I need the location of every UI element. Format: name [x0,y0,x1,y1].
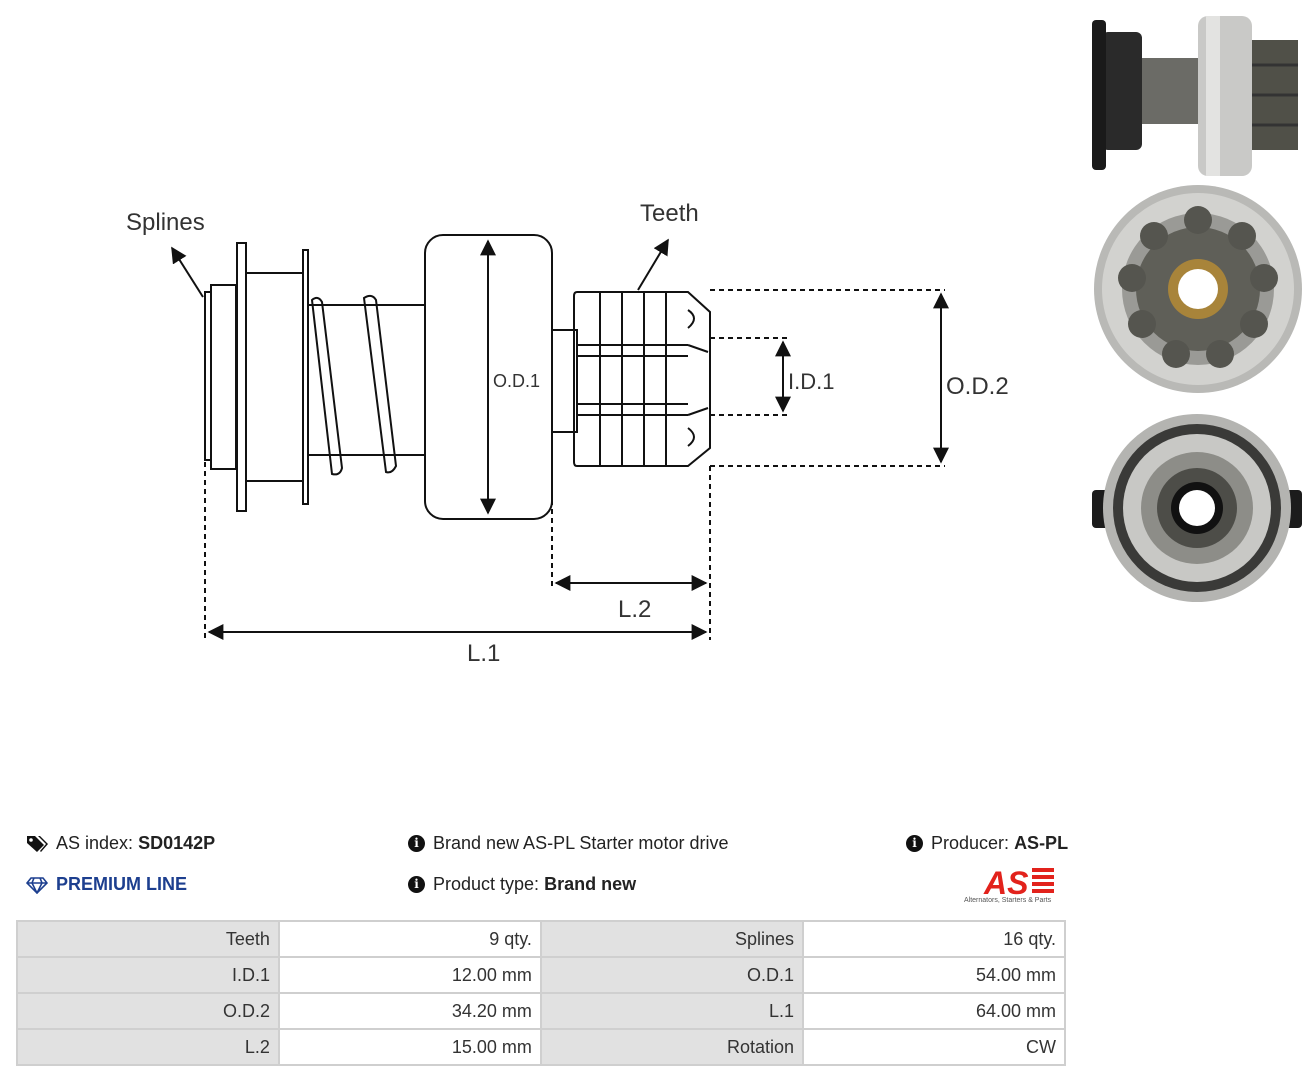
dimension-lines [204,289,945,640]
table-row: L.2 15.00 mm Rotation CW [16,1028,1066,1066]
product-photo-front [1094,185,1302,393]
table-row: Teeth 9 qty. Splines 16 qty. [16,920,1066,958]
info-circle-icon: i [906,835,923,852]
spec-label: L.1 [539,992,805,1030]
teeth-label: Teeth [640,200,699,227]
product-photo-side [1092,16,1298,176]
od2-label: O.D.2 [946,373,1009,400]
info-circle-icon: i [408,876,425,893]
teeth-pointer [637,238,669,291]
producer: i Producer: AS-PL [906,833,1068,854]
as-index-value: SD0142P [138,833,216,853]
info-circle-icon: i [408,835,425,852]
logo-text: AS [983,865,1029,901]
as-index-label: AS index: [56,833,134,853]
spec-value: 54.00 mm [802,956,1066,994]
producer-label: Producer: [931,833,1010,853]
spec-value: 12.00 mm [277,956,542,994]
drive-outline [204,234,711,520]
table-row: O.D.2 34.20 mm L.1 64.00 mm [16,992,1066,1030]
spec-value: CW [802,1028,1066,1066]
spec-value: 34.20 mm [277,992,542,1030]
spec-value: 64.00 mm [802,992,1066,1030]
specs-table: Teeth 9 qty. Splines 16 qty. I.D.1 12.00… [16,920,1066,1066]
premium-line-label: PREMIUM LINE [56,874,188,894]
spec-label: I.D.1 [16,956,280,994]
id1-label: I.D.1 [788,369,834,394]
product-type: i Product type: Brand new [408,874,636,895]
spec-label: O.D.1 [539,956,805,994]
spec-label: Rotation [539,1028,805,1066]
od1-label: O.D.1 [493,371,540,391]
description-text: Brand new AS-PL Starter motor drive [433,833,729,853]
as-pl-logo: AS [983,865,1054,901]
spec-value: 15.00 mm [277,1028,542,1066]
table-row: I.D.1 12.00 mm O.D.1 54.00 mm [16,956,1066,994]
l1-label: L.1 [467,640,500,667]
producer-value: AS-PL [1014,833,1069,853]
technical-diagram: Splines Teeth O.D.1 I.D.1 O.D.2 L.2 L.1 [126,200,1009,667]
premium-line: PREMIUM LINE [26,874,187,895]
product-type-value: Brand new [544,874,637,894]
tags-icon [27,835,48,852]
diamond-icon [26,876,48,894]
spec-label: L.2 [16,1028,280,1066]
description: i Brand new AS-PL Starter motor drive [408,833,728,854]
as-index: AS index: SD0142P [26,833,215,854]
product-photo-back [1092,414,1302,602]
spec-value: 16 qty. [802,920,1066,958]
splines-pointer [171,246,204,298]
spec-label: O.D.2 [16,992,280,1030]
spec-label: Splines [539,920,805,958]
product-type-label: Product type: [433,874,540,894]
splines-label: Splines [126,209,205,236]
l2-label: L.2 [618,596,651,623]
spec-label: Teeth [16,920,280,958]
spec-value: 9 qty. [277,920,542,958]
logo-tagline: Alternators, Starters & Parts [964,897,1052,904]
